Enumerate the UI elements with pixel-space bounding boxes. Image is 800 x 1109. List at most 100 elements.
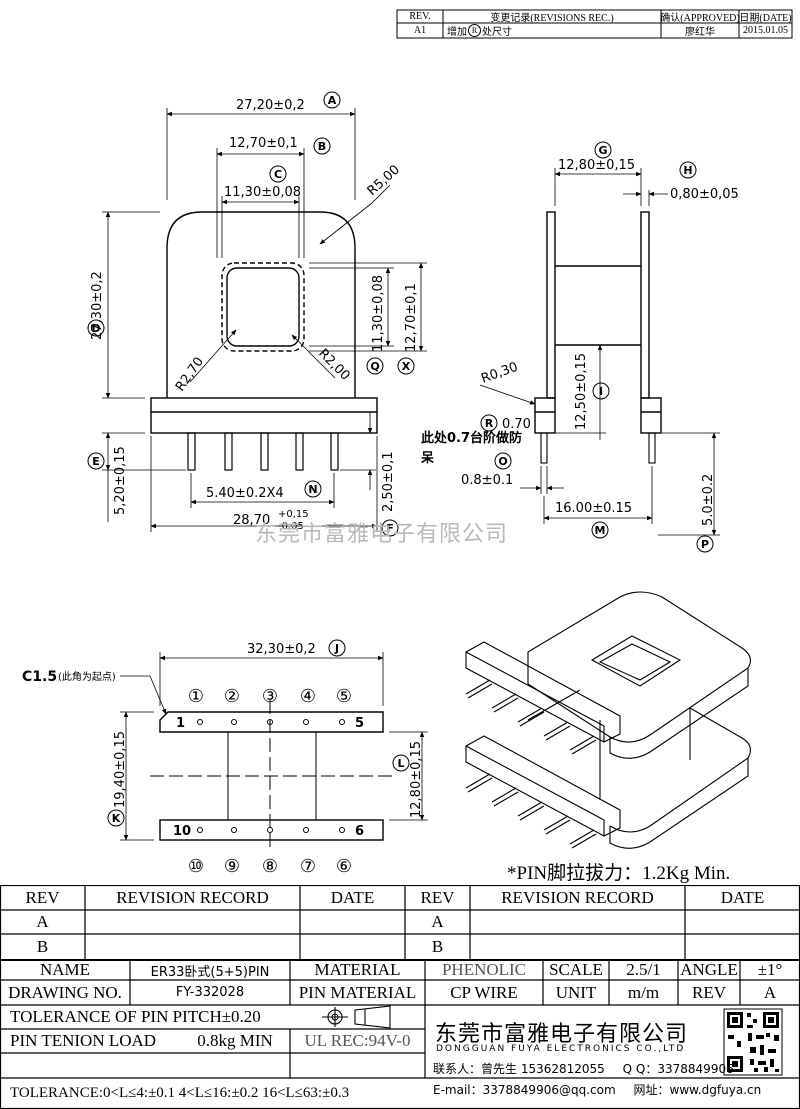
- contact-line: 联系人：曾先生 15362812055 Q Q：3378849906: [433, 1060, 734, 1077]
- pin-5-label: 5: [355, 716, 364, 731]
- tb-date-header-1: DATE: [330, 887, 375, 907]
- watermark-text: 东莞市富雅电子有限公司: [255, 522, 509, 547]
- dim-I-text: 12,50±0,15: [574, 353, 589, 430]
- tb-rev-row-b-2: B: [431, 937, 444, 956]
- marker-K: K: [107, 809, 125, 827]
- dim-C-text: 11,30±0,08: [224, 185, 301, 200]
- tb-tolerance-pitch: TOLERANCE OF PIN PITCH±0.20: [10, 1007, 261, 1026]
- dim-F-text: 2,50±0,1: [381, 451, 396, 512]
- svg-text:G: G: [598, 144, 607, 157]
- dim-overall-tol-minus: -0,05: [278, 521, 304, 532]
- front-dimensions: [102, 108, 427, 532]
- tb-unit-value: m/m: [627, 982, 660, 1002]
- front-view: [150, 211, 378, 471]
- approved-value: 廖红华: [685, 27, 715, 38]
- dim-R200-text: R2,00: [315, 346, 352, 383]
- iso-top-pins: [465, 679, 597, 755]
- pin-circle-8: ⑧: [262, 856, 278, 877]
- svg-text:N: N: [308, 483, 317, 496]
- svg-text:P: P: [701, 538, 709, 551]
- qr-code: [723, 1008, 783, 1076]
- dim-A-text: 27,20±0,2: [236, 98, 305, 113]
- company-name-en: DONGGUAN FUYA ELECTRONICS CO.,LTD: [436, 1044, 686, 1054]
- bottom-letter-markers: J K L: [107, 639, 410, 827]
- date-col-header: 日期(DATE): [739, 13, 792, 23]
- web-value[interactable]: www.dgfuya.cn: [669, 1083, 762, 1097]
- email-line: E-mail：3378849906@qq.com 网址：www.dgfuya.c…: [433, 1081, 761, 1098]
- tb-date-header-2: DATE: [720, 887, 765, 907]
- marker-I: I: [592, 382, 610, 400]
- marker-C: C: [269, 165, 287, 183]
- pin-circle-2: ②: [224, 686, 240, 707]
- marker-Q: Q: [366, 357, 384, 375]
- front-base-plate: [150, 397, 378, 434]
- tb-scale-value: 2.5/1: [626, 960, 661, 979]
- tb-rev-header-1: REV: [25, 887, 60, 907]
- dim-overall-base-text: 28,70: [233, 513, 270, 528]
- rev-value: A1: [413, 25, 427, 36]
- tb-tolerance-general: TOLERANCE:0<L≤4:±0.1 4<L≤16:±0.2 16<L≤63…: [10, 1085, 350, 1101]
- svg-text:K: K: [112, 812, 121, 825]
- tb-material-label: MATERIAL: [314, 960, 401, 979]
- dim-overall-tol-plus: +0,15: [278, 509, 309, 520]
- tb-record-header-2: REVISION RECORD: [501, 887, 654, 907]
- marker-P: P: [696, 535, 714, 553]
- record-col-header: 变更记录(REVISIONS REC.): [490, 13, 614, 23]
- step-note-line1: 此处0.7台阶做防: [421, 430, 522, 446]
- pin-circle-4: ④: [300, 686, 316, 707]
- pin-1-label: 1: [176, 716, 185, 731]
- dim-N-text: 5.40±0.2X4: [206, 486, 284, 501]
- bottom-bottom-rail: [159, 819, 384, 841]
- marker-D: D: [87, 319, 105, 337]
- tb-drawing-label: DRAWING NO.: [8, 982, 122, 1002]
- side-dim-texts: 12,80±0,15 0,80±0,05 R0,30 0.70 12,50±0,…: [420, 158, 739, 526]
- pin-circle-6: ⑥: [336, 856, 352, 877]
- tb-rev-row-b: B: [36, 937, 49, 956]
- record-pre-text: 增加: [447, 27, 467, 38]
- record-circle-mark: R: [468, 24, 481, 37]
- qq-value: 3378849906: [657, 1062, 734, 1076]
- pin-10-label: 10: [173, 824, 191, 839]
- drawing-canvas: 27,20±0,2 12,70±0,1 11,30±0,08 27,30±0,2…: [22, 91, 751, 884]
- projection-symbol: [322, 1005, 391, 1029]
- tb-pin-material-value: CP WIRE: [450, 982, 518, 1002]
- contact-label: 联系人：: [433, 1062, 482, 1076]
- dim-O-text: 0.8±0.1: [461, 473, 513, 488]
- corner-note: (此角为起点): [58, 670, 116, 683]
- pin-circle-7: ⑦: [300, 856, 316, 877]
- svg-text:F: F: [386, 522, 394, 535]
- svg-text:O: O: [498, 455, 507, 468]
- dim-B-text: 12,70±0,1: [229, 136, 298, 151]
- iso-top-flange: [527, 591, 751, 743]
- email-value[interactable]: 3378849906@qq.com: [482, 1083, 616, 1097]
- front-dim-texts: 27,20±0,2 12,70±0,1 11,30±0,08 27,30±0,2…: [90, 98, 419, 532]
- tb-pin-tension-value: 0.8kg MIN: [197, 1031, 273, 1050]
- tb-rev-header-2: REV: [420, 887, 455, 907]
- tb-rev-row-a-2: A: [431, 912, 444, 931]
- bottom-pin-holes: [197, 719, 345, 833]
- svg-text:A: A: [328, 94, 337, 107]
- marker-L: L: [392, 754, 410, 772]
- email-label: E-mail：: [433, 1083, 483, 1097]
- record-value: 增加 R 处尺寸: [443, 23, 661, 38]
- side-letter-markers: G H I R O M P: [480, 141, 714, 553]
- svg-text:M: M: [595, 524, 606, 537]
- dim-L-text: 12,80±0,15: [409, 741, 424, 818]
- side-flange-left: [546, 211, 556, 399]
- title-block-grid: [0, 885, 800, 1109]
- pin-number-circles: ① ② ③ ④ ⑤ ⑩ ⑨ ⑧ ⑦ ⑥: [188, 686, 352, 877]
- svg-text:I: I: [599, 385, 603, 398]
- pin-circle-5: ⑤: [336, 686, 352, 707]
- pin-6-label: 6: [355, 824, 364, 839]
- svg-text:H: H: [683, 164, 692, 177]
- marker-H: H: [679, 161, 697, 179]
- side-pin-right: [648, 432, 656, 464]
- svg-text:X: X: [402, 360, 411, 373]
- tb-pin-material-label: PIN MATERIAL: [298, 982, 417, 1002]
- tb-angle-label: ANGLE: [680, 960, 738, 979]
- marker-G: G: [594, 141, 612, 159]
- pin-circle-9: ⑨: [224, 856, 240, 877]
- step-note-line2: 呆: [420, 451, 435, 466]
- dim-J-text: 32,30±0,2: [247, 642, 316, 657]
- corner-label: C1.5: [22, 669, 57, 685]
